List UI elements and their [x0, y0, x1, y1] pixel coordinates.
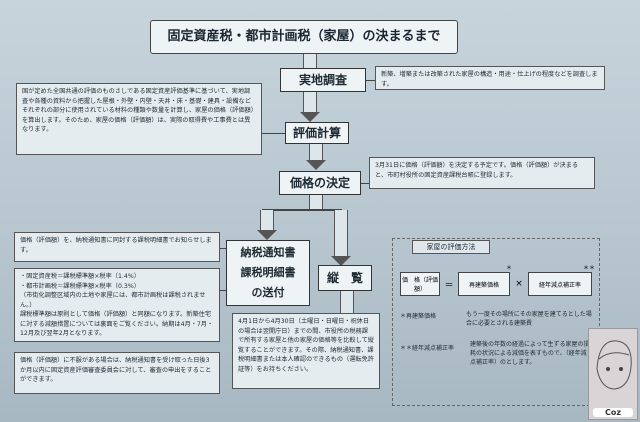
note-calc-text: 国が定めた全国共通の評価のものさしである固定資産評価基準に基づいて、実地調査や各… [22, 88, 254, 133]
formula-equals-text: ＝ [444, 280, 454, 291]
formula-times: × [512, 276, 526, 292]
step-inspection: 縦 覧 [318, 265, 372, 291]
definition-rebuild-label-text: ＊再建築価格 [400, 313, 437, 320]
note-survey-text: 新築、増築または改築された家屋の構造・用途・仕上げの程度などを調査します。 [381, 71, 598, 88]
connector [366, 80, 375, 81]
evaluation-heading: 家屋の評価方法 [412, 240, 490, 254]
note-decision-text: 3月31日に価格（評価額）を決定する予定です。価格（評価額）が決まると、市町村役… [375, 162, 579, 179]
definition-depreciation-label-text: ＊＊経年減点補正率 [400, 345, 455, 352]
note-tax-fixed: ・固定資産税＝課税標準額×税率（1.4%） [20, 273, 140, 280]
step-notice-line2: 課税明細書 [240, 266, 296, 279]
evaluation-method-panel [392, 238, 600, 406]
definition-depreciation-label: ＊＊経年減点補正率 [400, 344, 472, 353]
definition-rebuild-text: もう一度その場所にその家屋を建てるとした場合に必要とされる建築費 [466, 311, 592, 327]
branch-line [262, 209, 342, 211]
step-decision-label: 価格の決定 [289, 176, 350, 190]
flow-arrow [303, 54, 317, 68]
formula-times-text: × [515, 279, 523, 289]
step-notice: 納税通知書 課税明細書 の送付 [226, 240, 310, 306]
flow-arrowhead [331, 256, 351, 266]
formula-star-1-text: ＊ [505, 264, 512, 272]
formula-star-2-text: ＊＊ [582, 264, 595, 272]
step-calc-label: 評価計算 [292, 126, 341, 140]
formula-equals: ＝ [442, 276, 456, 292]
note-tax-standard: 課税標準額は原則として価格（評価額）と同額になります。新築住宅に対する減額措置に… [20, 311, 214, 337]
flow-arrow [260, 210, 274, 232]
definition-rebuild: もう一度その場所にその家屋を建てるとした場合に必要とされる建築費 [466, 310, 592, 328]
flow-arrowhead [257, 230, 277, 240]
step-survey: 実地調査 [280, 68, 366, 92]
avatar-watermark: Coz [588, 328, 638, 420]
step-survey-label: 実地調査 [298, 73, 347, 87]
formula-star-2: ＊＊ [582, 262, 596, 272]
flow-arrow [303, 92, 317, 114]
definition-rebuild-label: ＊再建築価格 [400, 312, 464, 321]
note-decision: 3月31日に価格（評価額）を決定する予定です。価格（評価額）が決まると、市町村役… [369, 157, 595, 189]
definition-depreciation-text: 建築後の年数の経過によって生ずる家屋の損耗の状況による減価を表すもので、（経年減… [470, 341, 590, 366]
flow-arrow [340, 291, 354, 313]
formula-price: 価 格（評価額） [400, 272, 440, 296]
note-appeal: 価格（評価額）に不服がある場合は、納税通知書を受け取った日後3か月以内に固定資産… [14, 352, 220, 394]
flow-arrow [309, 144, 323, 162]
connector [220, 248, 226, 249]
evaluation-heading-text: 家屋の評価方法 [426, 243, 476, 251]
flow-arrow [309, 195, 323, 209]
note-inspection-text: 4月1日から4月30日（土曜日・日曜日・祝休日の場合は翌開庁日）までの間、市役所… [238, 318, 374, 373]
flow-arrowhead [306, 160, 326, 170]
flow-arrow [334, 210, 348, 258]
step-inspection-label: 縦 覧 [326, 271, 363, 285]
note-notice-intro: 価格（評価額）を、納税通知書に同封する課税明細書でお知らせします。 [14, 232, 220, 262]
logo-text: Coz [593, 408, 633, 417]
connector [262, 133, 285, 134]
note-appeal-text: 価格（評価額）に不服がある場合は、納税通知書を受け取った日後3か月以内に固定資産… [20, 357, 212, 383]
definition-depreciation: 建築後の年数の経過によって生ずる家屋の損耗の状況による減価を表すもので、（経年減… [470, 340, 590, 367]
step-decision: 価格の決定 [279, 171, 361, 195]
formula-price-text: 価 格（評価額） [401, 277, 438, 293]
note-tax-city: ・都市計画税＝課税標準額×税率（0.3%） [20, 282, 140, 290]
connector [361, 183, 369, 184]
page-title-text: 固定資産税・都市計画税（家屋）の決まるまで [167, 29, 441, 44]
note-notice-intro-text: 価格（評価額）を、納税通知書に同封する課税明細書でお知らせします。 [20, 237, 212, 254]
page-title: 固定資産税・都市計画税（家屋）の決まるまで [150, 20, 458, 54]
step-notice-line1: 納税通知書 [240, 246, 296, 259]
formula-depreciation: 経年減点補正率 [528, 272, 592, 296]
note-calc: 国が定めた全国共通の評価のものさしである固定資産評価基準に基づいて、実地調査や各… [16, 83, 262, 155]
note-inspection: 4月1日から4月30日（土曜日・日曜日・祝休日の場合は翌開庁日）までの間、市役所… [232, 313, 380, 389]
step-notice-line3: の送付 [251, 286, 285, 299]
formula-rebuild-text: 再建築価格 [468, 281, 499, 289]
note-tax-city-note: （市街化調整区域内の土地や家屋には、都市計画税は課税されません。） [20, 292, 206, 309]
note-tax: ・固定資産税＝課税標準額×税率（1.4%） ・都市計画税＝課税標準額×税率（0.… [14, 268, 220, 342]
formula-depreciation-text: 経年減点補正率 [538, 281, 581, 289]
note-survey: 新築、増築または改築された家屋の構造・用途・仕上げの程度などを調査します。 [375, 66, 605, 90]
step-calc: 評価計算 [285, 122, 349, 144]
formula-star-1: ＊ [504, 262, 514, 272]
flow-arrowhead [300, 112, 320, 122]
formula-rebuild: 再建築価格 [458, 272, 510, 296]
connector [220, 290, 226, 291]
avatar-drawing [596, 340, 632, 390]
